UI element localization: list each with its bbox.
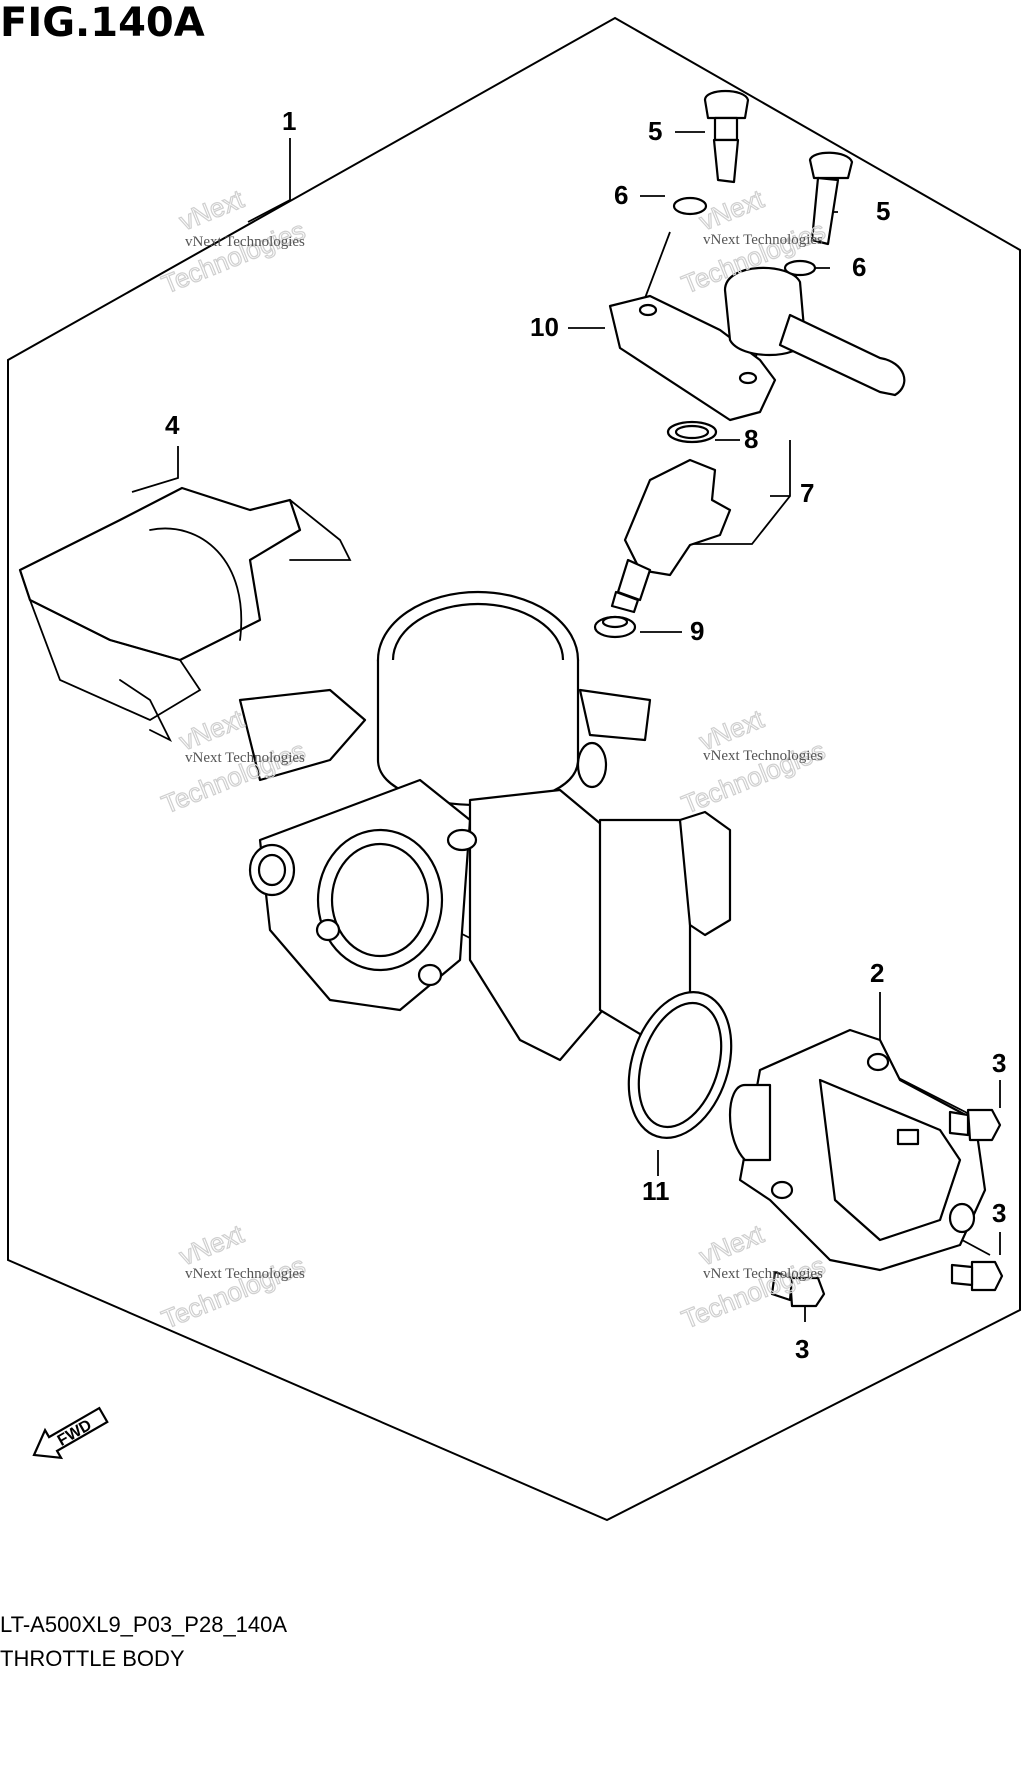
watermark-line: vNext Technologies (703, 232, 823, 248)
callout-5-top: 5 (648, 116, 662, 146)
callout-3-upper: 3 (992, 1048, 1006, 1078)
holder-bracket-part (18, 486, 352, 743)
watermark-line: vNext Technologies (185, 750, 305, 766)
watermark-brand: vNext (175, 1218, 249, 1271)
throttle-position-sensor-part (729, 1028, 987, 1272)
forward-arrow-icon: FWD (32, 1406, 109, 1460)
sensor-screws-part (770, 1108, 1004, 1308)
throttle-body-part (238, 590, 732, 1062)
figure-name: THROTTLE BODY (0, 1646, 185, 1671)
callout-4: 4 (165, 410, 180, 440)
callout-6-right: 6 (852, 252, 866, 282)
callout-2: 2 (870, 958, 884, 988)
watermark-big: Technologies (157, 215, 309, 300)
callout-10: 10 (530, 312, 559, 342)
screw-top-part (672, 90, 750, 216)
watermark-line: vNext Technologies (185, 1266, 305, 1282)
watermark-brand: vNext (175, 703, 249, 756)
watermark-brand: vNext (695, 183, 769, 236)
watermark-line: vNext Technologies (703, 1266, 823, 1282)
callout-8: 8 (744, 424, 758, 454)
screw-right-part (783, 151, 854, 277)
fuel-delivery-pipe-part (608, 266, 906, 422)
callout-11: 11 (642, 1176, 670, 1206)
callout-9: 9 (690, 616, 704, 646)
assembly-boundary (7, 16, 1021, 1522)
callout-3-right: 3 (992, 1198, 1006, 1228)
watermark-line: vNext Technologies (185, 234, 305, 250)
injector-part (593, 420, 732, 639)
figure-title: FIG.140A (0, 0, 205, 46)
watermark-big: Technologies (157, 735, 309, 820)
watermark-brand: vNext (695, 1218, 769, 1271)
callout-3-lower: 3 (795, 1334, 809, 1364)
watermark-brand: vNext (175, 183, 249, 236)
figure-code: LT-A500XL9_P03_P28_140A (0, 1612, 288, 1637)
callout-6-top: 6 (614, 180, 628, 210)
watermark-big: Technologies (157, 1250, 309, 1335)
watermark-line: vNext Technologies (703, 748, 823, 764)
callout-5-right: 5 (876, 196, 890, 226)
callout-1: 1 (282, 106, 296, 136)
gasket-ring-part (627, 991, 733, 1139)
callout-7: 7 (800, 478, 814, 508)
